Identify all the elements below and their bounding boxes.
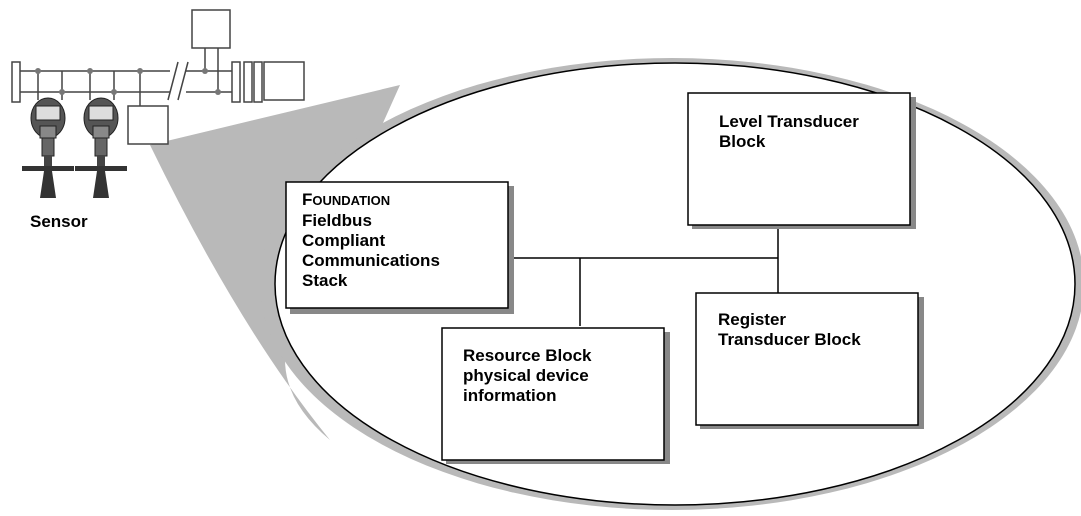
comm-stack-text: FOUNDATION Fieldbus Compliant Communicat…: [302, 190, 440, 291]
level-transducer-line2: Block: [719, 132, 766, 151]
resource-line2: physical device: [463, 366, 589, 385]
bus-terminator-3: [253, 61, 263, 103]
register-transducer-line2: Transducer Block: [718, 330, 861, 349]
bus-break-mark: [167, 61, 189, 101]
network-sketch: [11, 9, 305, 145]
level-transducer-block: [687, 92, 911, 226]
comm-stack-line5: Stack: [302, 271, 348, 290]
comm-stack-line2: Fieldbus: [302, 211, 372, 230]
blocks: [285, 92, 919, 461]
foundation-rest: OUNDATION: [312, 193, 391, 208]
sensor-device-2: [75, 97, 127, 198]
network-box-top: [191, 9, 231, 49]
sensor-label: Sensor: [30, 212, 88, 231]
sensor-device-1: [22, 97, 74, 198]
comm-stack-block: [285, 181, 509, 309]
comm-stack-line4: Communications: [302, 251, 440, 270]
resource-line3: information: [463, 386, 557, 405]
bus-terminator-2: [243, 61, 253, 103]
bus-terminator-left: [11, 61, 21, 103]
network-box-right: [263, 61, 305, 101]
comm-stack-line3: Compliant: [302, 231, 386, 250]
register-transducer-text: Register Transducer Block: [718, 310, 861, 350]
level-transducer-line1: Level Transducer: [719, 112, 859, 131]
network-box-lower: [127, 105, 169, 145]
foundation-cap: F: [302, 190, 313, 209]
level-transducer-text: Level Transducer Block: [719, 112, 859, 152]
device-drops: [37, 71, 115, 100]
resource-block: [441, 327, 665, 461]
register-transducer-block: [695, 292, 919, 426]
resource-line1: Resource Block: [463, 346, 592, 365]
bus-terminator-1: [231, 61, 241, 103]
resource-text: Resource Block physical device informati…: [463, 346, 592, 406]
block-connectors: [508, 225, 779, 326]
network-junction-dots: [35, 68, 221, 95]
register-transducer-line1: Register: [718, 310, 787, 329]
network-box-top-drop: [204, 48, 219, 92]
